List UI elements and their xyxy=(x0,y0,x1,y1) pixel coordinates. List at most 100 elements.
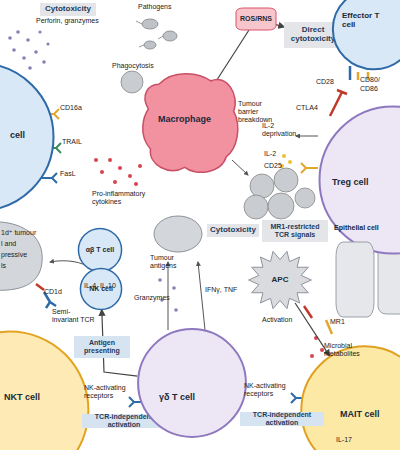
node-outline xyxy=(137,328,247,438)
annotation-label: CD25 xyxy=(264,162,282,170)
pathogens-part xyxy=(142,19,158,29)
process-arrows-part xyxy=(198,262,205,330)
node-text-holder: Macrophage xyxy=(156,114,226,124)
perforin-dots-part xyxy=(8,36,12,40)
cd1d-tcr-part xyxy=(36,284,44,290)
annotation-label: Microbial metabolites xyxy=(324,342,374,358)
node-text: Cytotoxicity xyxy=(43,5,93,14)
node-shape xyxy=(320,107,400,254)
perforin-dots-part xyxy=(16,30,20,34)
node-text: ROS/RNS xyxy=(238,15,274,23)
effector-t-cell: Effector T cell xyxy=(332,0,400,70)
perforin-dots-part xyxy=(46,42,49,45)
process-arrows xyxy=(50,136,330,446)
node-text-holder: Cytotoxicity xyxy=(40,3,96,16)
node-shape xyxy=(138,329,246,437)
annotation-label: IL-2 xyxy=(264,150,276,158)
node-text: Effector T cell xyxy=(340,12,390,30)
annotation-label: IL-2 deprivation xyxy=(262,122,302,138)
co-receptors-part xyxy=(349,66,352,80)
node-text-holder: Cytotoxicity xyxy=(207,224,259,237)
node-shape xyxy=(0,64,54,211)
annotation-label: Pathogens xyxy=(138,3,171,11)
annotation-label: 1d⁺ tumour xyxy=(1,229,36,237)
annotation-label: CTLA4 xyxy=(296,104,318,112)
node-shape xyxy=(236,8,276,30)
annotation-label: IL-17 xyxy=(336,436,352,444)
node-outline xyxy=(300,345,400,450)
annotation-label: l and xyxy=(1,240,16,248)
node-outline xyxy=(336,242,374,317)
annotation-label: Perforin, granzymes xyxy=(36,17,116,25)
node-shape xyxy=(301,346,400,450)
node-text: Macrophage xyxy=(156,114,226,124)
engulfed-cell-part xyxy=(121,71,143,93)
co-receptors-part xyxy=(330,90,347,116)
node-shape xyxy=(262,220,328,242)
apc-cell: APC xyxy=(248,250,312,310)
process-arrows-part xyxy=(232,160,248,175)
nk-cell: cell xyxy=(0,62,55,212)
ab-t-cell: αβ T cell xyxy=(78,228,122,272)
annotation-label: CD80/ xyxy=(360,76,380,84)
il2-dots-part xyxy=(282,154,286,158)
node-text-holder: Effector T cell xyxy=(340,12,390,30)
cytokine-dots xyxy=(94,158,142,186)
il2-dots-part xyxy=(288,160,292,164)
node-text: cell xyxy=(8,130,53,140)
node-text-holder: Treg cell xyxy=(330,177,390,187)
pathogens-part xyxy=(144,41,156,49)
epithelial-cell: Epithelial cell xyxy=(336,242,374,317)
granzyme-dots-part xyxy=(174,308,178,312)
granzyme-dots-part xyxy=(158,278,162,282)
pathogens xyxy=(136,19,177,49)
node-text-holder: MAIT cell xyxy=(338,409,388,419)
node-shape xyxy=(74,336,130,358)
annotation-label: Tumour barrier breakdown xyxy=(238,100,284,123)
annotation-label: ls xyxy=(1,262,6,270)
perforin-dots-part xyxy=(38,30,41,33)
tumour-cells-part xyxy=(250,174,274,198)
function-tag: Antigen presenting xyxy=(74,336,130,358)
cytokine-dots-part xyxy=(100,170,104,174)
annotation-label: Granzymes xyxy=(134,294,170,302)
perforin-dots xyxy=(8,30,49,70)
cytokine-dots-part xyxy=(108,158,112,162)
node-text: Cytotoxicity xyxy=(208,226,258,235)
perforin-dots-part xyxy=(22,56,26,60)
annotation-label: FasL xyxy=(60,170,76,178)
node-text-holder: ROS/RNS xyxy=(236,8,276,30)
metabolite-dots-part xyxy=(320,348,324,352)
gd-t-cell: γδ T cell xyxy=(137,328,247,438)
pathogens-part xyxy=(136,21,163,47)
perforin-dots-part xyxy=(34,50,38,54)
annotation-label: TRAIL xyxy=(62,138,82,146)
node-shape xyxy=(240,412,324,426)
cytokine-dots-part xyxy=(94,158,98,162)
tumour-cells-part xyxy=(274,168,298,192)
node-shape xyxy=(40,3,96,16)
node-text-holder: Antigen presenting xyxy=(74,336,130,358)
node-text-holder: TCR-independent activation xyxy=(240,412,324,426)
annotation-label: Semi-invariant TCR xyxy=(52,308,96,324)
macrophage-cell: Macrophage xyxy=(138,68,242,176)
node-text: Treg cell xyxy=(330,177,390,187)
connector-arrow xyxy=(276,25,284,27)
process-arrows-part xyxy=(296,136,318,137)
suppressive-cell xyxy=(0,222,42,291)
metabolite-dots-part xyxy=(310,354,314,358)
mr1-molecules xyxy=(304,306,332,334)
node-shape xyxy=(78,228,121,271)
connector-arrow xyxy=(216,30,249,82)
annotation-label: pressive xyxy=(1,251,27,259)
function-tag: Cytotoxicity xyxy=(40,3,96,16)
annotation-label: CD28 xyxy=(316,78,334,86)
pathogens-part xyxy=(163,31,177,41)
function-tag: MR1-restricted TCR signals xyxy=(262,220,328,242)
cd25-receptor xyxy=(301,163,318,173)
node-shape xyxy=(336,242,374,317)
annotation-label: IFNγ, TNF xyxy=(205,286,237,294)
granzyme-dots-part xyxy=(172,286,176,290)
node-shape xyxy=(249,251,312,308)
annotation-label: CD16a xyxy=(60,104,82,112)
